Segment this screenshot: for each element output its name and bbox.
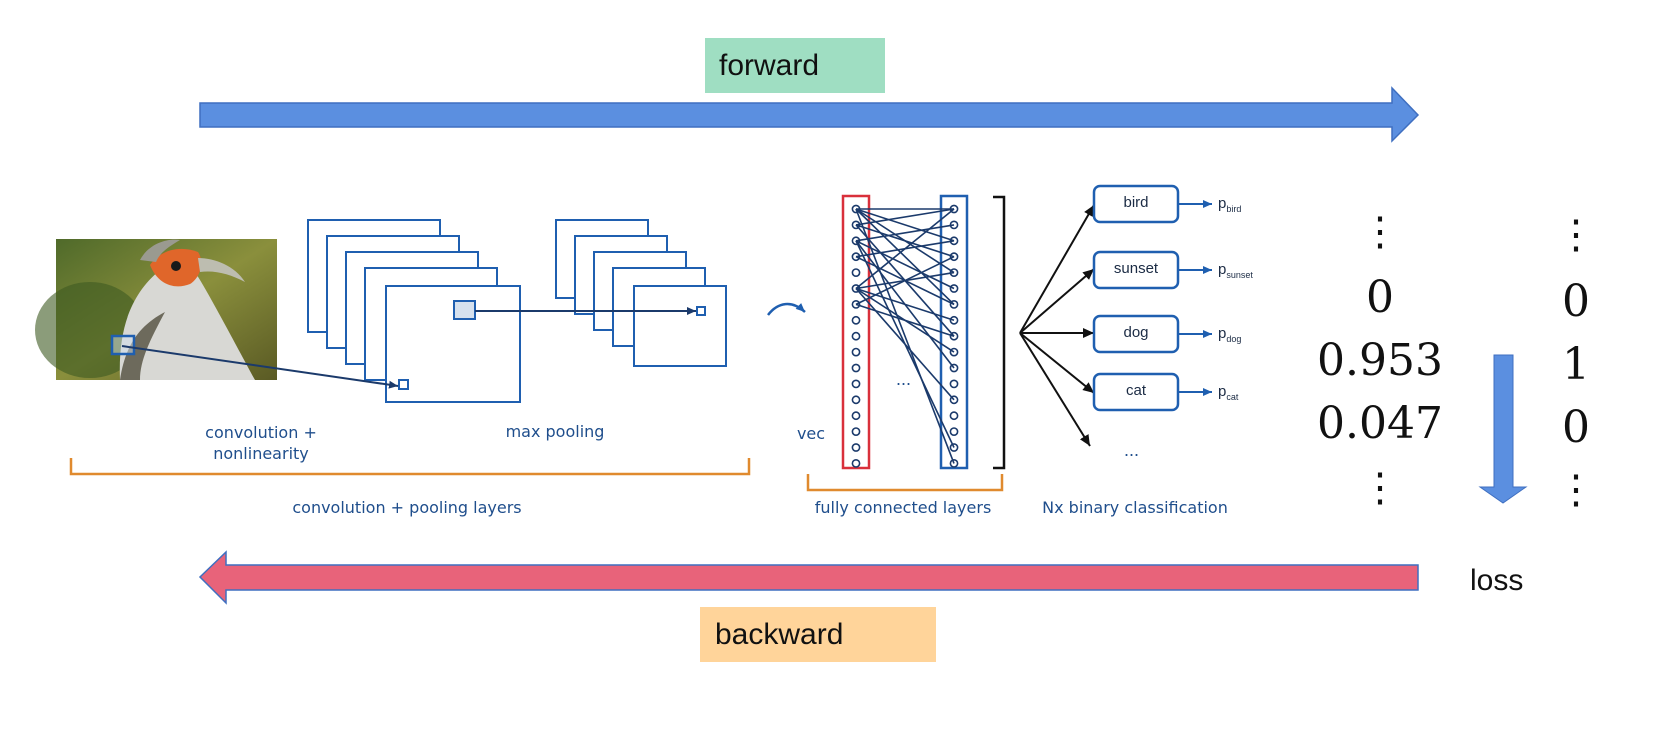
backward-arrow [198,550,1419,605]
fc-edge [855,208,955,305]
target-dots-top: ⋮ [1556,212,1596,258]
loss-arrow [1478,354,1528,504]
conv-feature-maps [307,219,521,403]
fc-node [851,458,861,468]
fc-node [851,331,861,341]
target-value-1: 1 [1562,339,1590,390]
target-value-2: 0 [1562,402,1590,453]
fc-node [851,411,861,421]
class-fanout-arrows [1019,204,1095,447]
class-boxes [1092,184,1180,412]
fc-node [949,427,959,436]
class-prob-arrows [1178,200,1212,396]
prob-dog: pdog [1218,325,1242,344]
max-pooling-caption: max pooling [505,422,605,441]
prediction-dots-bottom: ⋮ [1360,465,1400,511]
forward-arrow [199,86,1420,143]
target-value-0: 0 [1562,276,1590,327]
conv-caption: convolution + nonlinearity [176,422,346,464]
fc-layers-bracket [806,474,1004,492]
fc-node [851,379,861,389]
binary-classification-caption: Nx binary classification [1042,498,1228,517]
target-dots-bottom: ⋮ [1556,467,1596,513]
fc-edge [855,240,955,290]
prediction-value-2: 0.047 [1317,398,1443,449]
fc-edge [855,208,955,226]
input-vector-column [841,194,871,470]
class-label-sunset: sunset [1113,260,1159,277]
flatten-arrow [767,302,806,316]
class-label-cat: cat [1125,382,1146,399]
pooled-cell [696,306,706,316]
prediction-value-0: 0 [1366,272,1394,323]
class-label-bird: bird [1123,194,1149,211]
fc-connections [855,208,955,464]
fc-edge [855,208,955,464]
forward-label: forward [719,48,820,82]
vec-caption: vec [796,424,826,443]
conv-pool-bracket [69,458,751,476]
pool-source-patch [453,300,476,320]
fc-edge [855,224,955,258]
fc-edge [855,287,955,401]
conv-pool-layers-caption: convolution + pooling layers [292,498,522,517]
input-bird-image [35,239,277,380]
backward-tag-bg [700,607,936,662]
fc-edge [855,287,955,322]
fc-edge [855,208,955,242]
prediction-value-1: 0.953 [1317,335,1443,386]
pooled-feature-maps [555,219,727,367]
fc-edge [855,255,955,306]
fc-bracket [993,195,1006,470]
forward-tag-bg [705,38,885,93]
conv-caption-line1: convolution + [205,423,317,442]
fc-node [949,411,959,421]
fc-edge [855,224,955,242]
fc-node [851,363,861,373]
backward-label: backward [715,617,844,651]
fc-layers-caption: fully connected layers [814,498,992,517]
fc-node [851,347,861,357]
fc-node [851,268,861,277]
prob-bird: pbird [1218,195,1242,214]
fc-node [851,395,861,405]
fc-node [949,379,959,389]
loss-label: loss [1470,564,1524,597]
fc-edge [855,303,955,337]
prediction-dots-top: ⋮ [1360,209,1400,255]
hidden-ellipsis: ... [896,369,912,389]
conv-arrow [121,345,399,389]
fc-node [851,315,861,325]
class-label-dog: dog [1123,324,1149,341]
more-classes-ellipsis: ... [1124,440,1140,460]
fc-node [851,443,861,452]
fc-edge [855,208,955,290]
prob-cat: pcat [1218,383,1239,402]
prob-sunset: psunset [1218,261,1253,280]
conv-caption-line2: nonlinearity [213,444,309,463]
conv-receptive-cell [398,379,409,390]
fc-node [851,427,861,436]
